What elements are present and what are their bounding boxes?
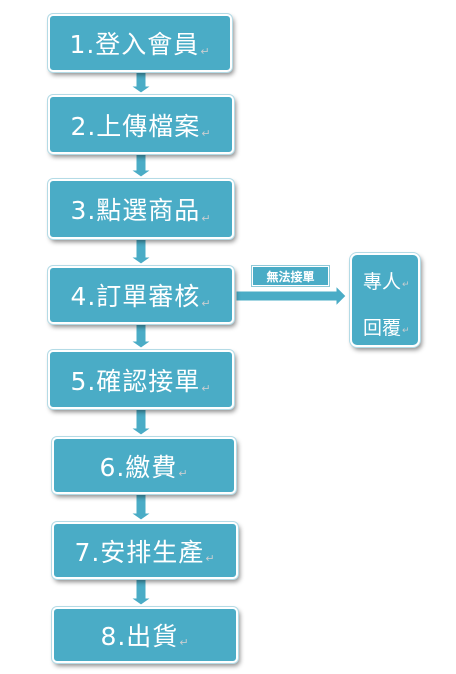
step-4-order-review: 4.訂單審核↵	[48, 266, 234, 324]
paragraph-mark-icon: ↵	[201, 212, 212, 225]
step-label: 4.訂單審核	[70, 282, 201, 311]
step-7-schedule-production: 7.安排生產↵	[52, 522, 238, 579]
connector-arrow-1-2	[129, 71, 153, 94]
connector-arrow-6-7	[129, 493, 153, 521]
side-box-line-1: 專人↵	[363, 267, 410, 294]
connector-arrow-4-5	[129, 323, 153, 349]
side-box-text-1: 專人	[363, 271, 402, 293]
step-label: 3.點選商品	[70, 196, 201, 225]
connector-arrow-3-4	[129, 238, 153, 265]
paragraph-mark-icon: ↵	[402, 326, 410, 336]
step-3-select-product: 3.點選商品↵	[48, 179, 234, 239]
step-6-payment: 6.繳費↵	[52, 437, 236, 494]
step-5-confirm-order: 5.確認接單↵	[48, 350, 234, 409]
connector-arrow-2-3	[129, 153, 153, 178]
paragraph-mark-icon: ↵	[179, 636, 190, 649]
step-label: 7.安排生產	[74, 537, 205, 567]
reject-arrow	[235, 284, 347, 308]
side-box-line-2: 回覆↵	[363, 313, 410, 340]
connector-arrow-5-6	[129, 408, 153, 436]
step-8-shipping: 8.出貨↵	[52, 607, 238, 663]
connector-arrow-7-8	[129, 578, 153, 606]
paragraph-mark-icon: ↵	[201, 127, 212, 140]
paragraph-mark-icon: ↵	[201, 382, 212, 395]
step-label: 1.登入會員	[69, 30, 200, 59]
paragraph-mark-icon: ↵	[205, 552, 216, 565]
paragraph-mark-icon: ↵	[402, 280, 410, 290]
step-label: 2.上傳檔案	[70, 111, 201, 141]
step-label: 8.出貨	[100, 622, 179, 651]
step-1-login: 1.登入會員↵	[48, 14, 232, 72]
paragraph-mark-icon: ↵	[178, 467, 189, 480]
paragraph-mark-icon: ↵	[200, 45, 211, 58]
reject-label: 無法接單	[252, 266, 329, 286]
side-box-text-2: 回覆	[363, 317, 402, 339]
step-label: 6.繳費	[99, 452, 178, 482]
paragraph-mark-icon: ↵	[201, 297, 212, 310]
side-box-staff-reply: 專人↵ 回覆↵	[350, 253, 420, 347]
step-2-upload: 2.上傳檔案↵	[48, 95, 234, 154]
step-label: 5.確認接單	[70, 366, 201, 396]
